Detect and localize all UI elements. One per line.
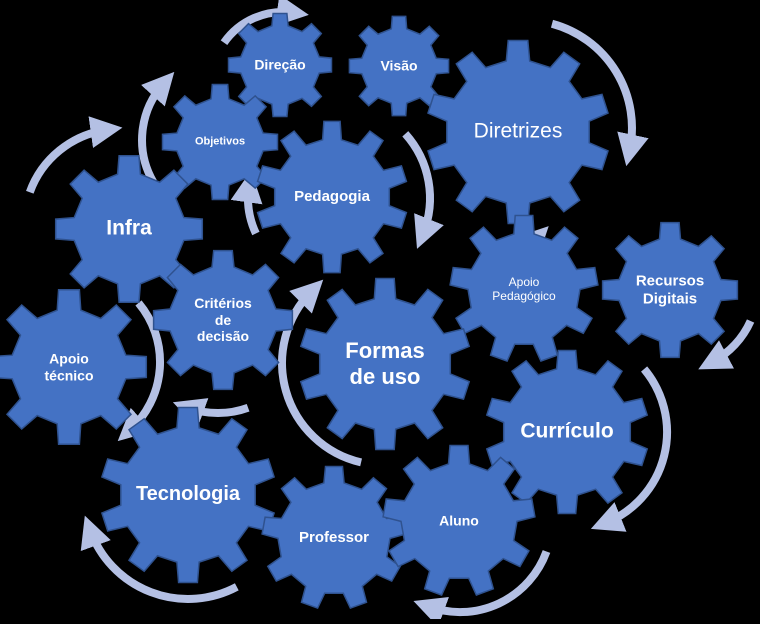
arrow-infra bbox=[26, 116, 123, 194]
gear-direcao bbox=[227, 12, 333, 118]
gear-label-aluno: Aluno bbox=[439, 512, 479, 529]
gear-label-infra: Infra bbox=[106, 216, 152, 240]
arrow-curriculo bbox=[590, 366, 671, 532]
arrow-tecnologia bbox=[80, 515, 239, 603]
arrow-formas bbox=[278, 279, 363, 467]
arrow-pedagogia-small bbox=[230, 170, 263, 236]
gear-label-pedagogia: Pedagogia bbox=[294, 188, 370, 206]
gear-visao bbox=[348, 15, 450, 117]
gear-label-objetivos: Objetivos bbox=[194, 135, 246, 148]
gear-label-curriculo: Currículo bbox=[520, 419, 614, 443]
gear-apoio-pedagogico bbox=[449, 214, 599, 362]
arrow-aluno bbox=[413, 550, 551, 624]
gears-group bbox=[0, 12, 739, 610]
cycle-arrows bbox=[26, 0, 755, 624]
gear-recursos-digitais bbox=[601, 221, 739, 359]
gear-label-diretrizes: Diretrizes bbox=[473, 119, 563, 143]
gear-label-criterios: Critérios de decisão bbox=[194, 295, 252, 345]
gear-apoio-tecnico bbox=[0, 288, 148, 446]
arrow-direcao bbox=[220, 0, 309, 46]
gear-label-direcao: Direção bbox=[254, 56, 306, 73]
gear-label-recursos-digitais: Recursos Digitais bbox=[635, 272, 705, 307]
gear-aluno bbox=[382, 444, 536, 596]
gear-curriculo bbox=[485, 349, 649, 515]
arrow-pedagogia bbox=[402, 131, 444, 249]
gear-label-formas-de-uso: Formas de uso bbox=[345, 338, 425, 389]
arrow-diretrizes bbox=[550, 19, 649, 167]
gear-label-apoio-tecnico: Apoio técnico bbox=[44, 350, 94, 383]
gear-label-professor: Professor bbox=[298, 529, 370, 547]
gear-formas-de-uso bbox=[299, 277, 471, 451]
gear-label-apoio-pedagogico: Apoio Pedagógico bbox=[492, 274, 556, 303]
gear-diretrizes bbox=[427, 39, 609, 225]
gear-tecnologia bbox=[100, 406, 276, 584]
gear-label-visao: Visão bbox=[380, 57, 418, 74]
arrow-recursos bbox=[698, 319, 755, 370]
gear-infra bbox=[54, 154, 204, 304]
gear-label-tecnologia: Tecnologia bbox=[135, 483, 241, 506]
gear-criterios bbox=[152, 249, 294, 391]
gear-pedagogia bbox=[256, 120, 408, 274]
arrow-apoio-tecnico bbox=[117, 300, 165, 442]
gear-professor bbox=[261, 465, 407, 610]
arrow-objetivos bbox=[138, 71, 175, 184]
gear-objetivos bbox=[161, 83, 279, 201]
